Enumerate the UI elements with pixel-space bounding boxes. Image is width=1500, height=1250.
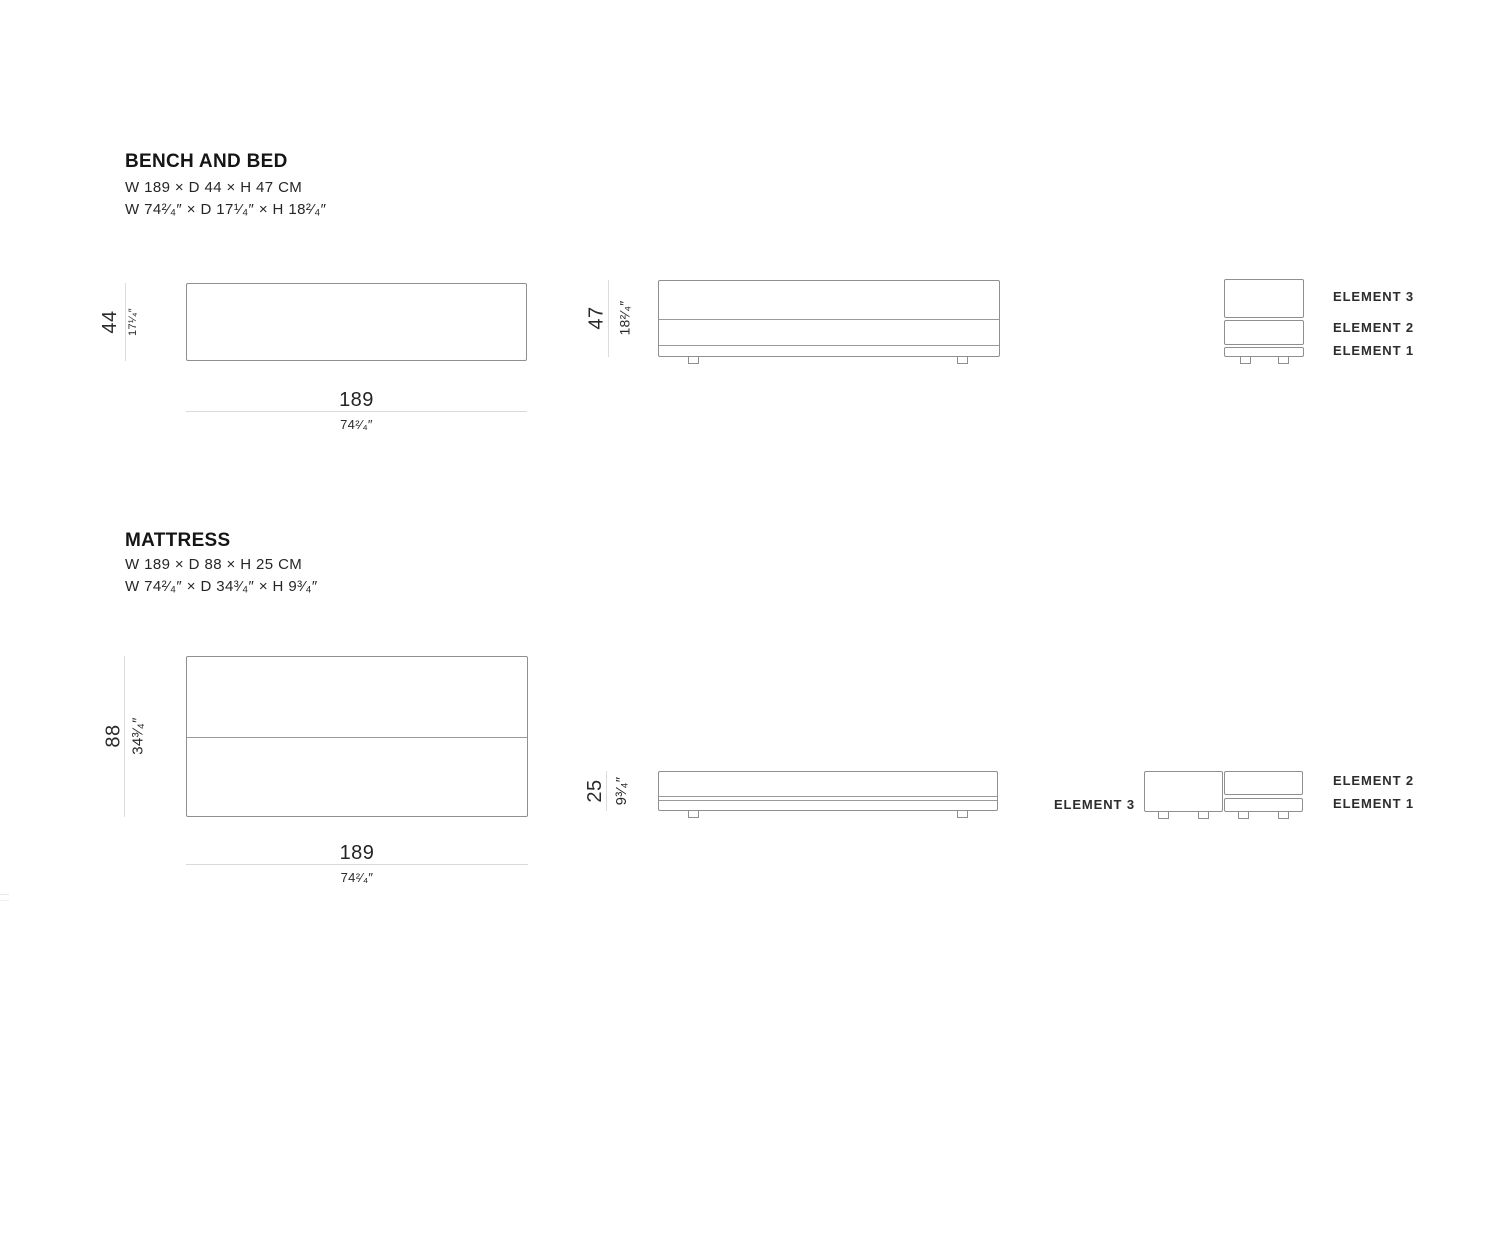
element-1-label: ELEMENT 1 <box>1333 343 1415 358</box>
bench-side-element-3 <box>1224 279 1304 318</box>
depth-cm-label: 88 <box>102 724 124 748</box>
side-right-foot <box>1278 357 1289 364</box>
element-2-label: ELEMENT 2 <box>1333 320 1415 335</box>
height-cm-label: 25 <box>583 779 606 803</box>
height-dimension-line <box>606 771 607 811</box>
depth-inches-label: 34³⁄₄″ <box>129 717 146 755</box>
side-left-foot <box>1240 357 1251 364</box>
page-edge-artifact <box>0 894 9 901</box>
front-left-foot <box>688 811 699 818</box>
front-right-foot <box>957 811 968 818</box>
bench-side-element-1 <box>1224 347 1304 357</box>
width-dimension-line <box>186 411 527 412</box>
side-foot-1 <box>1158 812 1169 819</box>
bench-side-element-2 <box>1224 320 1304 345</box>
front-left-foot <box>688 357 699 364</box>
width-cm-label: 189 <box>339 842 375 864</box>
element-3-label: ELEMENT 3 <box>1053 797 1135 812</box>
plan-view-divider <box>187 737 527 738</box>
mattress-front-view <box>658 771 998 811</box>
width-cm-label: 189 <box>339 389 374 411</box>
height-inches-label: 9³⁄₄″ <box>612 776 630 806</box>
front-view-divider-lower <box>659 800 997 801</box>
section-title: MATTRESS <box>125 530 231 551</box>
side-foot-4 <box>1278 812 1289 819</box>
element-2-label: ELEMENT 2 <box>1333 773 1415 788</box>
section-title: BENCH AND BED <box>125 151 288 172</box>
depth-dimension-line <box>125 283 126 361</box>
dimensions-inches: W 74²⁄₄″ × D 17¹⁄₄″ × H 18²⁄₄″ <box>125 201 327 218</box>
side-foot-2 <box>1198 812 1209 819</box>
depth-cm-label: 44 <box>98 310 121 334</box>
mattress-side-element-2 <box>1224 771 1303 795</box>
height-inches-label: 18²⁄₄″ <box>616 300 633 336</box>
width-inches-label: 74²⁄₄″ <box>340 417 373 432</box>
depth-inches-label: 17¹⁄₄″ <box>127 308 139 336</box>
width-inches-label: 74²⁄₄″ <box>340 870 374 885</box>
depth-dimension-line <box>124 656 125 817</box>
mattress-side-element-1 <box>1224 798 1303 812</box>
dimensions-inches: W 74²⁄₄″ × D 34³⁄₄″ × H 9³⁄₄″ <box>125 578 318 595</box>
front-view-divider-upper <box>659 796 997 797</box>
front-view-divider-lower <box>659 345 999 346</box>
height-cm-label: 47 <box>585 306 607 330</box>
dimensions-cm: W 189 × D 44 × H 47 CM <box>125 179 303 196</box>
bench-plan-view <box>186 283 527 361</box>
height-dimension-line <box>608 280 609 357</box>
front-view-divider-upper <box>659 319 999 320</box>
mattress-plan-view <box>186 656 528 817</box>
side-foot-3 <box>1238 812 1249 819</box>
element-3-label: ELEMENT 3 <box>1333 289 1415 304</box>
element-1-label: ELEMENT 1 <box>1333 796 1415 811</box>
width-dimension-line <box>186 864 528 865</box>
dimensions-cm: W 189 × D 88 × H 25 CM <box>125 556 303 573</box>
mattress-side-element-3 <box>1144 771 1223 812</box>
bench-front-view <box>658 280 1000 357</box>
front-right-foot <box>957 357 968 364</box>
